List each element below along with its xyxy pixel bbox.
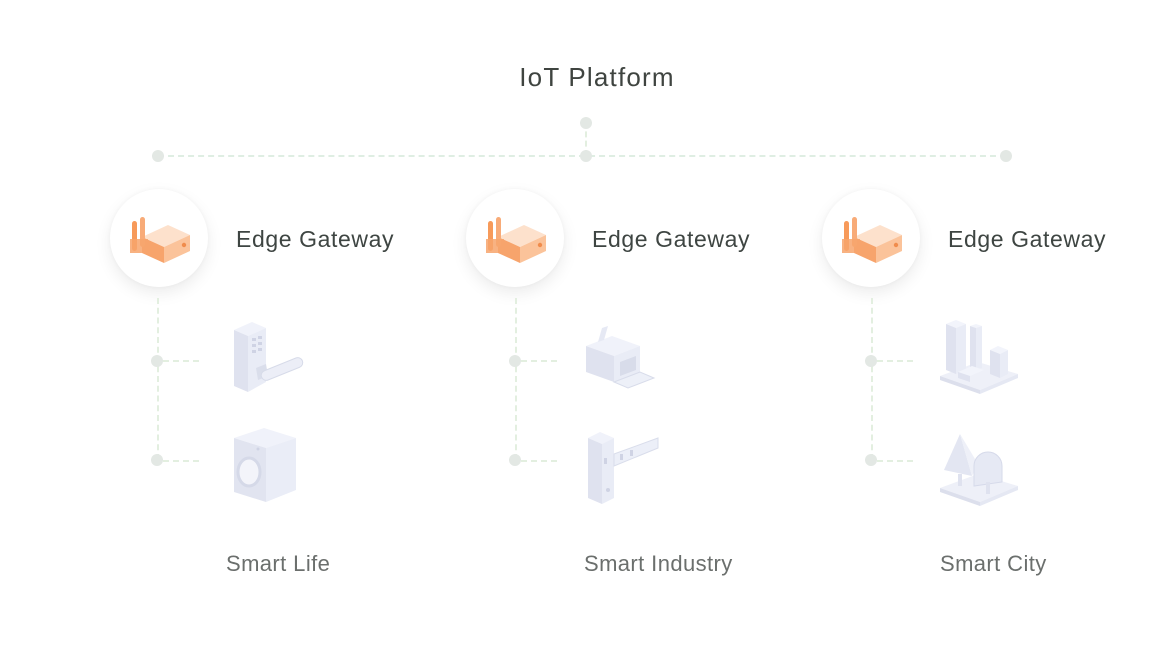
device-node-dot: [865, 355, 877, 367]
platform-node-dot: [580, 117, 592, 129]
gateway-node[interactable]: [466, 189, 564, 287]
bus-node-dot-right: [1000, 150, 1012, 162]
gateway-trunk-line: [157, 298, 159, 460]
edge-gateway-icon: [842, 217, 902, 263]
platform-connector: [585, 122, 587, 156]
gateway-trunk-line: [515, 298, 517, 460]
park-shapes-icon[interactable]: [934, 424, 1024, 514]
bus-node-dot-center: [580, 150, 592, 162]
gateway-label: Edge Gateway: [948, 226, 1107, 252]
category-label: Smart Industry: [584, 551, 733, 576]
industrial-machine-icon[interactable]: [578, 424, 668, 514]
device-node-dot: [865, 454, 877, 466]
device-node-dot: [151, 454, 163, 466]
device-connector: [877, 360, 913, 362]
device-node-dot: [151, 355, 163, 367]
device-node-dot: [509, 454, 521, 466]
washing-machine-icon[interactable]: [222, 424, 312, 514]
smart-lock-icon[interactable]: [222, 316, 312, 406]
edge-gateway-icon: [486, 217, 546, 263]
city-buildings-icon[interactable]: [934, 314, 1024, 404]
device-connector: [163, 460, 199, 462]
gateway-node[interactable]: [110, 189, 208, 287]
device-connector: [521, 460, 557, 462]
gateway-node[interactable]: [822, 189, 920, 287]
gateway-label: Edge Gateway: [592, 226, 751, 252]
device-connector: [877, 460, 913, 462]
bus-node-dot-left: [152, 150, 164, 162]
printer-icon[interactable]: [578, 316, 668, 406]
device-connector: [521, 360, 557, 362]
device-node-dot: [509, 355, 521, 367]
edge-gateway-icon: [130, 217, 190, 263]
device-connector: [163, 360, 199, 362]
category-label: Smart Life: [226, 551, 331, 576]
gateway-label: Edge Gateway: [236, 226, 395, 252]
diagram-title: IoT Platform: [519, 62, 675, 92]
gateway-trunk-line: [871, 298, 873, 460]
category-label: Smart City: [940, 551, 1047, 576]
